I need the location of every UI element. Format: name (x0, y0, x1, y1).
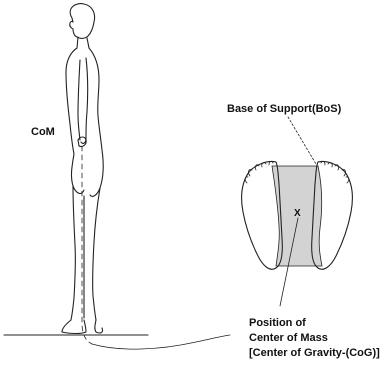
base-of-support-label: Base of Support(BoS) (227, 103, 342, 115)
position-label-line-1: Position of (249, 317, 306, 329)
com-label: CoM (31, 126, 55, 138)
com-position-x-mark: X (294, 208, 301, 219)
position-label-line-3: [Center of Gravity-(CoG)] (249, 347, 380, 359)
human-figure (4, 4, 230, 349)
position-label-line-2: Center of Mass (249, 332, 328, 344)
